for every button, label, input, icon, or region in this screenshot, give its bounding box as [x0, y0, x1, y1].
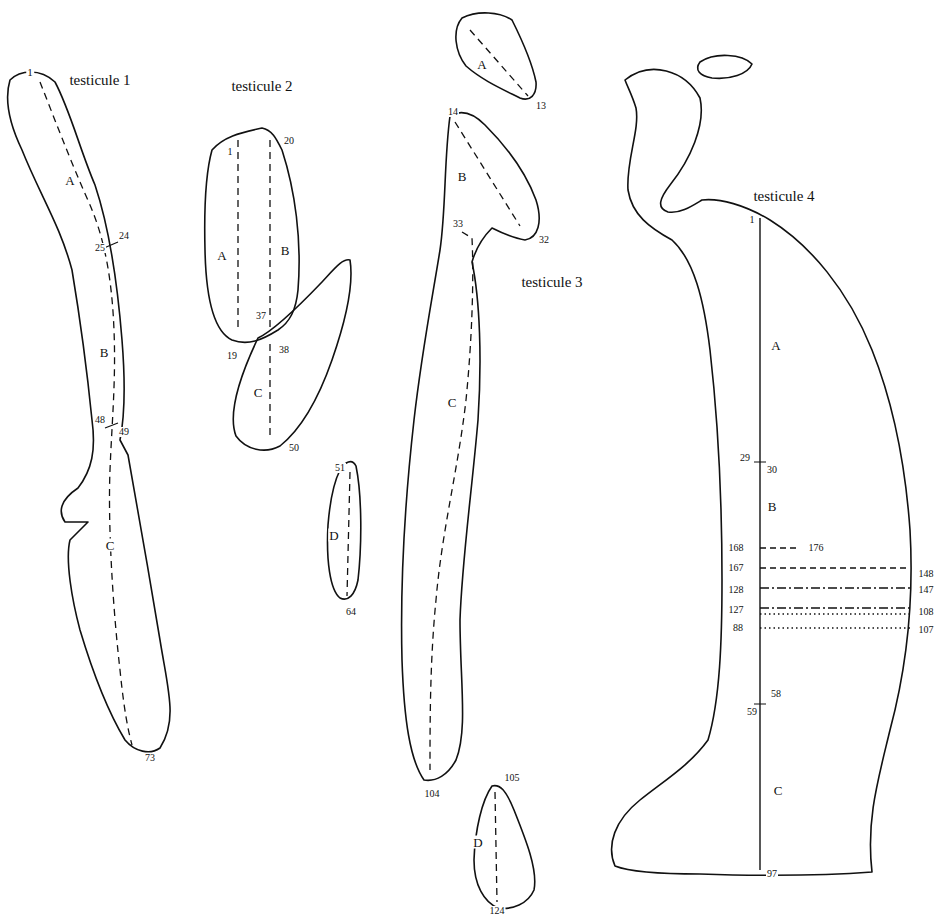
testis-outline — [698, 55, 752, 78]
split-tick — [104, 242, 118, 428]
callout-number: 1 — [749, 215, 756, 225]
callout-number: 14 — [447, 107, 459, 117]
section-line — [347, 472, 350, 596]
section-letter: B — [457, 170, 468, 183]
section-letter: C — [253, 386, 264, 399]
split-tick — [754, 462, 766, 704]
callout-number: 29 — [739, 453, 751, 463]
testis-title: testicule 1 — [68, 73, 131, 88]
callout-number: 19 — [226, 351, 238, 361]
callout-number: 30 — [766, 465, 778, 475]
callout-number: 167 — [728, 563, 745, 573]
testis-outline — [233, 260, 351, 450]
callout-number: 127 — [728, 605, 745, 615]
section-line — [455, 122, 520, 226]
callout-number: 124 — [489, 906, 506, 916]
callout-number: 25 — [94, 243, 106, 253]
callout-number: 51 — [334, 463, 346, 473]
section-line — [760, 548, 910, 568]
callout-number: 107 — [918, 625, 935, 635]
section-letter: B — [99, 346, 110, 359]
callout-number: 104 — [424, 789, 441, 799]
section-line — [430, 232, 473, 770]
callout-number: 1 — [227, 147, 234, 157]
testis-title: testicule 4 — [752, 189, 815, 204]
testis-title: testicule 3 — [520, 275, 583, 290]
section-line — [238, 140, 270, 330]
callout-number: 108 — [918, 607, 935, 617]
callout-number: 49 — [118, 427, 130, 437]
section-letter: A — [216, 249, 227, 262]
callout-number: 1 — [26, 67, 34, 78]
section-line — [470, 30, 528, 96]
section-line — [495, 792, 497, 902]
callout-number: 38 — [278, 345, 290, 355]
section-line — [759, 218, 760, 870]
testis-outline — [328, 462, 361, 599]
testis-outline — [205, 128, 299, 342]
testis-title: testicule 2 — [230, 79, 293, 94]
section-letter: C — [105, 539, 116, 552]
callout-number: 176 — [808, 543, 825, 553]
testis-outline — [8, 72, 170, 752]
callout-number: 50 — [288, 443, 300, 453]
callout-number: 59 — [746, 707, 758, 717]
section-letter: A — [476, 58, 487, 71]
callout-number: 64 — [345, 607, 357, 617]
callout-number: 37 — [255, 311, 267, 321]
callout-number: 73 — [144, 753, 156, 763]
section-letter: B — [767, 500, 778, 513]
callout-number: 148 — [918, 569, 935, 579]
testis-outline — [456, 13, 536, 99]
section-letter: A — [770, 339, 781, 352]
testis-outline — [612, 70, 911, 876]
callout-number: 168 — [728, 543, 745, 553]
section-letter: C — [773, 784, 784, 797]
callout-number: 32 — [538, 235, 550, 245]
callout-number: 24 — [118, 231, 130, 241]
section-line — [760, 614, 912, 628]
section-line — [760, 588, 912, 608]
callout-number: 20 — [283, 136, 295, 146]
callout-number: 58 — [770, 689, 782, 699]
callout-number: 128 — [728, 585, 745, 595]
callout-number: 48 — [94, 415, 106, 425]
section-letter: A — [64, 174, 75, 187]
section-letter: C — [447, 396, 458, 409]
section-line — [40, 82, 132, 745]
section-letter: B — [280, 244, 291, 257]
callout-number: 88 — [732, 623, 744, 633]
section-letter: D — [472, 836, 483, 849]
callout-number: 147 — [918, 585, 935, 595]
callout-number: 97 — [766, 869, 778, 879]
section-line — [269, 344, 270, 440]
callout-number: 13 — [535, 101, 547, 111]
callout-number: 105 — [504, 773, 521, 783]
testis-outline — [402, 113, 540, 781]
section-letter: D — [328, 529, 339, 542]
callout-number: 33 — [452, 219, 464, 229]
